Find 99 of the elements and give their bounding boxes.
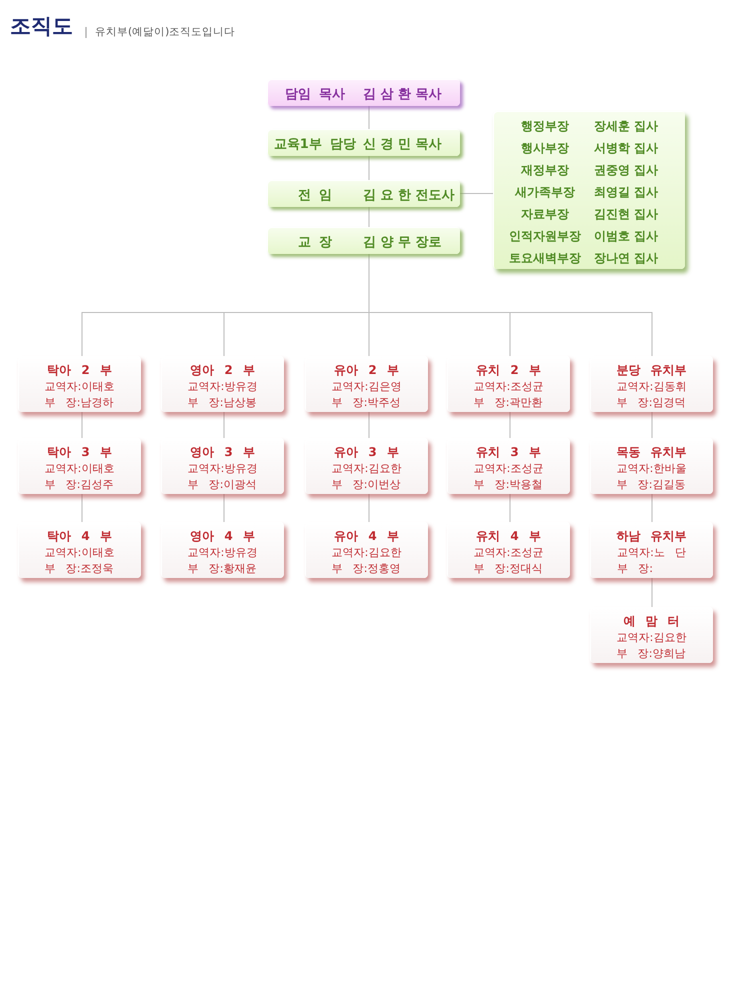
name-text: 김 요 한 전도사 <box>363 188 455 203</box>
department-box <box>18 522 141 578</box>
staff-text: 교역자:조성균 <box>474 545 544 561</box>
role-text: 행정부장 <box>521 119 569 133</box>
role-text: 자료부장 <box>521 207 569 221</box>
staff-text: 부 장:정홍영 <box>332 561 402 577</box>
position-box <box>267 227 460 254</box>
department-box <box>305 522 428 578</box>
staff-text: 교역자:김요한 <box>332 461 402 477</box>
connector-line <box>368 206 370 228</box>
staff-text: 교역자:조성균 <box>474 461 544 477</box>
role-text: 교 장 <box>298 235 332 250</box>
department-title: 유아 3 부 <box>334 445 399 459</box>
department-box <box>447 438 570 494</box>
staff-text: 부 장:남상봉 <box>188 395 258 411</box>
connector-line <box>368 494 370 522</box>
role-text: 새가족부장 <box>515 185 575 199</box>
staff-text: 부 장:이번상 <box>332 477 402 493</box>
role-text: 담임 목사 <box>284 87 346 102</box>
connector-line <box>368 412 370 438</box>
page-subtitle: 유치부(예닮이)조직도입니다 <box>95 25 236 40</box>
staff-text: 부 장:정대식 <box>474 561 544 577</box>
staff-text: 교역자:방유경 <box>188 545 258 561</box>
staff-text: 교역자:방유경 <box>188 461 258 477</box>
department-title: 탁아 3 부 <box>47 445 112 459</box>
department-title: 예 맘 터 <box>623 614 680 628</box>
staff-text: 교역자:이태호 <box>44 461 114 477</box>
role-text: 토요새벽부장 <box>509 251 581 265</box>
staff-text: 교역자:조성균 <box>474 379 544 395</box>
page-title: 조직도 <box>10 13 73 40</box>
position-box <box>267 180 460 207</box>
department-title: 유아 2 부 <box>334 363 399 377</box>
department-title: 하남 유치부 <box>616 529 687 543</box>
staff-text: 부 장:박주성 <box>332 395 402 411</box>
staff-text: 부 장:이광석 <box>188 477 258 493</box>
name-text: 김진현 집사 <box>594 207 658 221</box>
staff-text: 부 장:황재윤 <box>188 561 258 577</box>
department-box <box>161 522 284 578</box>
name-text: 장세훈 집사 <box>594 119 658 133</box>
department-box <box>161 438 284 494</box>
connector-line <box>460 193 494 194</box>
department-box <box>447 522 570 578</box>
role-text: 인적자원부장 <box>509 229 581 243</box>
name-text: 이범호 집사 <box>594 229 658 243</box>
staff-list-box <box>493 111 685 269</box>
department-title: 유아 4 부 <box>334 529 399 543</box>
staff-text: 부 장:곽만환 <box>474 395 544 411</box>
department-title: 분당 유치부 <box>616 363 687 377</box>
name-text: 장나연 집사 <box>594 251 658 265</box>
department-box <box>590 356 713 412</box>
name-text: 김 삼 환 목사 <box>363 87 442 102</box>
name-text: 권중영 집사 <box>594 163 658 177</box>
connector-line <box>368 156 370 180</box>
department-box <box>161 356 284 412</box>
department-title: 유치 2 부 <box>476 363 541 377</box>
staff-text: 교역자:방유경 <box>188 379 258 395</box>
staff-text: 교역자:김요한 <box>616 630 686 646</box>
department-title: 유치 3 부 <box>476 445 541 459</box>
role-text: 전 임 <box>298 188 332 203</box>
department-box <box>305 438 428 494</box>
staff-text: 부 장:김길동 <box>616 477 686 493</box>
department-title: 탁아 2 부 <box>47 363 112 377</box>
role-text: 재정부장 <box>521 163 569 177</box>
name-text: 김 양 무 장로 <box>363 235 442 250</box>
staff-text: 부 장:임경덕 <box>616 395 686 411</box>
staff-text: 부 장:양희남 <box>616 646 686 662</box>
connector-line <box>368 106 370 130</box>
staff-text: 교역자:이태호 <box>44 545 114 561</box>
department-title: 탁아 4 부 <box>47 529 112 543</box>
department-title: 유치 4 부 <box>476 529 541 543</box>
name-text: 신 경 민 목사 <box>363 137 442 152</box>
department-box <box>590 438 713 494</box>
staff-text: 교역자:노 단 <box>617 545 686 561</box>
department-title: 영아 3 부 <box>190 445 255 459</box>
staff-text: 교역자:김요한 <box>332 545 402 561</box>
staff-text: 부 장:조정욱 <box>44 561 114 577</box>
department-box <box>18 438 141 494</box>
staff-text: 부 장:박용철 <box>474 477 544 493</box>
department-title: 영아 4 부 <box>190 529 255 543</box>
position-box <box>267 79 460 106</box>
role-text: 행사부장 <box>521 141 569 155</box>
role-text: 교육1부 담당 <box>274 137 356 152</box>
staff-text: 교역자:김동휘 <box>616 379 686 395</box>
department-box <box>305 356 428 412</box>
staff-text: 교역자:김은영 <box>332 379 402 395</box>
name-text: 최영길 집사 <box>594 185 658 199</box>
department-box <box>590 522 713 578</box>
department-box <box>447 356 570 412</box>
staff-text: 부 장:김성주 <box>44 477 114 493</box>
name-text: 서병학 집사 <box>594 141 658 155</box>
department-box <box>18 356 141 412</box>
staff-text: 부 장:남경하 <box>44 395 114 411</box>
staff-text: 부 장: <box>617 561 654 577</box>
department-title: 영아 2 부 <box>190 363 255 377</box>
department-title: 목동 유치부 <box>616 445 687 459</box>
department-box <box>590 607 713 663</box>
position-box <box>267 129 460 156</box>
staff-text: 교역자:한바울 <box>616 461 686 477</box>
staff-text: 교역자:이태호 <box>44 379 114 395</box>
